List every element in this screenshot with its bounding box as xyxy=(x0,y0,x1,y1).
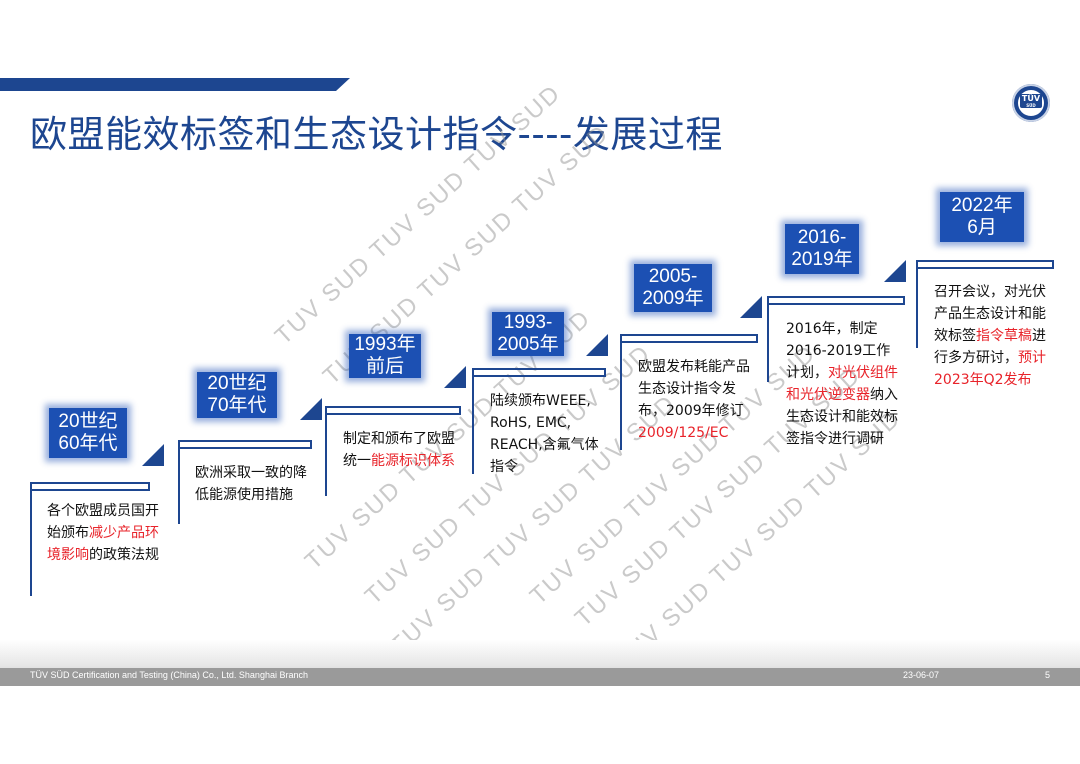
step-triangle-5 xyxy=(740,296,762,318)
step-frame-4 xyxy=(472,368,606,474)
desc-2: 欧洲采取一致的降低能源使用措施 xyxy=(195,462,313,506)
era-box-4: 1993-2005年 xyxy=(492,312,564,356)
footer-company: TÜV SÜD Certification and Testing (China… xyxy=(30,670,308,680)
header-accent-bar xyxy=(0,78,350,91)
desc-6-seg-2: 纳入生态设计和能效标签指令进行调研 xyxy=(786,387,898,447)
page-title: 欧盟能效标签和生态设计指令----发展过程 xyxy=(30,113,723,156)
step-frame-6 xyxy=(767,296,905,382)
step-triangle-2 xyxy=(300,398,322,420)
step-triangle-1 xyxy=(142,444,164,466)
step-frame-3 xyxy=(325,406,461,496)
desc-3-seg-1: 能源标识体系 xyxy=(371,453,455,469)
desc-6-seg-1: 对光伏组件和光伏逆变器 xyxy=(786,365,898,403)
desc-3-seg-0: 制定和颁布了欧盟统一 xyxy=(343,431,455,469)
desc-6: 2016年，制定2016-2019工作计划，对光伏组件和光伏逆变器纳入生态设计和… xyxy=(786,318,904,450)
desc-7-seg-0: 召开会议，对光伏产品生态设计和能效标签 xyxy=(934,284,1046,344)
desc-6-seg-0: 2016年，制定2016-2019工作计划， xyxy=(786,321,891,381)
step-frame-5 xyxy=(620,334,758,450)
desc-5: 欧盟发布耗能产品生态设计指令发布，2009年修订 2009/125/EC xyxy=(638,356,754,444)
footer-bar xyxy=(0,668,1080,686)
era-label-4: 1993-2005年 xyxy=(497,312,559,355)
era-box-6: 2016-2019年 xyxy=(785,224,859,274)
era-label-6: 2016-2019年 xyxy=(791,227,853,270)
desc-7-seg-3: 预计2023年Q2发布 xyxy=(934,350,1046,388)
step-triangle-6 xyxy=(884,260,906,282)
footer-page-number: 5 xyxy=(1045,670,1051,680)
desc-1: 各个欧盟成员国开始颁布减少产品环境影响的政策法规 xyxy=(47,500,165,566)
desc-5-seg-1: 2009/125/EC xyxy=(638,425,729,441)
step-frame-1 xyxy=(30,482,150,596)
era-box-5: 2005-2009年 xyxy=(634,264,712,312)
desc-5-seg-0: 欧盟发布耗能产品生态设计指令发布，2009年修订 xyxy=(638,359,750,419)
era-label-5: 2005-2009年 xyxy=(642,266,704,309)
desc-3: 制定和颁布了欧盟统一能源标识体系 xyxy=(343,428,459,472)
step-triangle-3 xyxy=(444,366,466,388)
era-box-3: 1993年前后 xyxy=(349,334,421,378)
desc-1-seg-1: 减少产品环境影响 xyxy=(47,525,159,563)
desc-1-seg-0: 各个欧盟成员国开始颁布 xyxy=(47,503,159,541)
logo-text-main: TÜV xyxy=(1021,94,1041,103)
step-frame-7 xyxy=(916,260,1054,348)
step-triangle-4 xyxy=(586,334,608,356)
logo-text-sub: SÜD xyxy=(1026,103,1036,108)
desc-7: 召开会议，对光伏产品生态设计和能效标签指令草稿进行多方研讨，预计2023年Q2发… xyxy=(934,281,1050,391)
desc-4-seg-0: 陆续颁布WEEE, RoHS, EMC, REACH,含氟气体指令 xyxy=(490,393,599,475)
desc-7-seg-2: 进行多方研讨， xyxy=(934,328,1046,366)
footer-date: 23-06-07 xyxy=(903,670,940,680)
desc-2-seg-0: 欧洲采取一致的降低能源使用措施 xyxy=(195,465,307,503)
desc-4: 陆续颁布WEEE, RoHS, EMC, REACH,含氟气体指令 xyxy=(490,390,606,478)
era-label-3: 1993年前后 xyxy=(354,334,416,377)
desc-1-seg-2: 的政策法规 xyxy=(89,547,159,563)
step-frame-2 xyxy=(178,440,312,524)
desc-7-seg-1: 指令草稿 xyxy=(976,328,1032,344)
